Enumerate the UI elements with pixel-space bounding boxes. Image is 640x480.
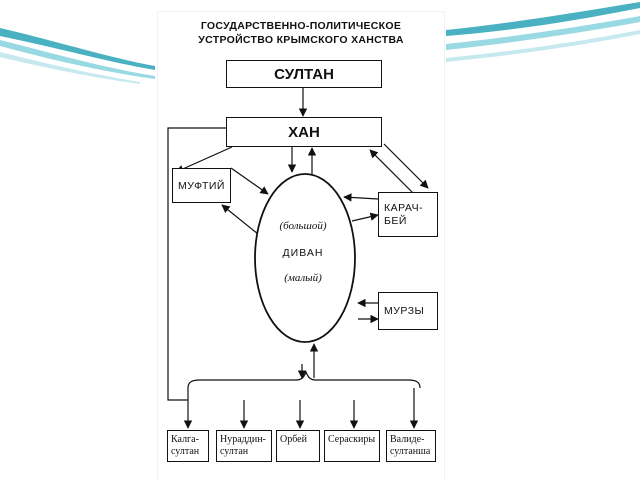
kalga-sultan-box: Калга- султан xyxy=(167,430,209,462)
mufti-box: МУФТИЙ xyxy=(172,168,231,203)
valide-sultansha-box: Валиде- султанша xyxy=(386,430,436,462)
divan-upper-label: (большой) xyxy=(279,220,327,232)
khan-box: ХАН xyxy=(226,117,382,147)
sultan-box: СУЛТАН xyxy=(226,60,382,88)
title-line-1: ГОСУДАРСТВЕННО-ПОЛИТИЧЕСКОЕ xyxy=(200,20,402,32)
divan-lower-label: (малый) xyxy=(284,272,322,284)
divan-label: ДИВАН xyxy=(282,247,324,259)
murzy-box: МУРЗЫ xyxy=(378,292,438,330)
nuraddin-sultan-box: Нураддин- султан xyxy=(216,430,272,462)
title-line-2: УСТРОЙСТВО КРЫМСКОГО ХАНСТВА xyxy=(198,34,404,46)
orbey-box: Орбей xyxy=(276,430,320,462)
divan-oval xyxy=(254,173,356,343)
karach-bey-box: КАРАЧ- БЕЙ xyxy=(378,192,438,237)
seraskiry-box: Сераскиры xyxy=(324,430,380,462)
